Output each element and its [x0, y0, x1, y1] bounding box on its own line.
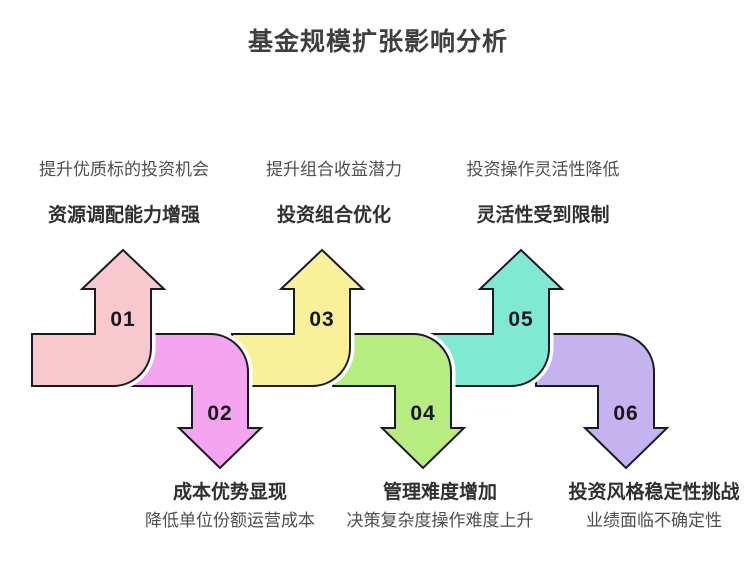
label-group-step-1: 提升优质标的投资机会 资源调配能力增强	[0, 159, 274, 228]
step-2-number: 02	[207, 402, 232, 425]
step-4-number: 04	[410, 402, 435, 425]
step-4-subtitle: 决策复杂度操作难度上升	[346, 511, 534, 530]
label-group-step-5: 投资操作灵活性降低 灵活性受到限制	[393, 159, 693, 228]
arrow-step-6: 06	[531, 329, 672, 473]
up-arrow-shape	[31, 248, 167, 387]
step-1-number: 01	[110, 308, 135, 331]
arrow-step-2: 02	[125, 329, 266, 473]
step-5-subtitle: 投资操作灵活性降低	[466, 160, 620, 179]
arrow-step-5: 05	[426, 245, 567, 391]
step-3-number: 03	[309, 308, 334, 331]
step-6-number: 06	[613, 402, 638, 425]
arrow-step-1: 01	[27, 245, 169, 391]
step-4-title: 管理难度增加	[382, 482, 497, 503]
step-6-subtitle: 业绩面临不确定性	[586, 511, 722, 530]
up-arrow-shape	[231, 248, 366, 387]
step-1-title: 资源调配能力增强	[47, 205, 200, 226]
arrow-step-3: 03	[227, 245, 368, 391]
label-group-step-2: 成本优势显现 降低单位份额运营成本	[80, 481, 380, 532]
step-3-subtitle: 提升组合收益潜力	[266, 160, 402, 179]
label-group-step-3: 提升组合收益潜力 投资组合优化	[184, 159, 484, 228]
down-arrow-shape	[129, 333, 264, 470]
down-arrow-shape	[332, 333, 467, 470]
label-group-step-4: 管理难度增加 决策复杂度操作难度上升	[290, 481, 590, 532]
step-1-subtitle: 提升优质标的投资机会	[39, 160, 209, 179]
step-6-title: 投资风格稳定性挑战	[568, 482, 740, 503]
step-5-title: 灵活性受到限制	[476, 205, 610, 226]
down-arrow-shape	[535, 333, 670, 470]
step-2-subtitle: 降低单位份额运营成本	[145, 511, 315, 530]
step-3-title: 投资组合优化	[276, 205, 391, 226]
step-2-title: 成本优势显现	[172, 482, 287, 503]
up-arrow-shape	[430, 248, 565, 387]
label-group-step-6: 投资风格稳定性挑战 业绩面临不确定性	[504, 481, 756, 532]
page-title: 基金规模扩张影响分析	[247, 28, 508, 56]
arrow-step-4: 04	[328, 329, 469, 473]
step-5-number: 05	[508, 308, 533, 331]
